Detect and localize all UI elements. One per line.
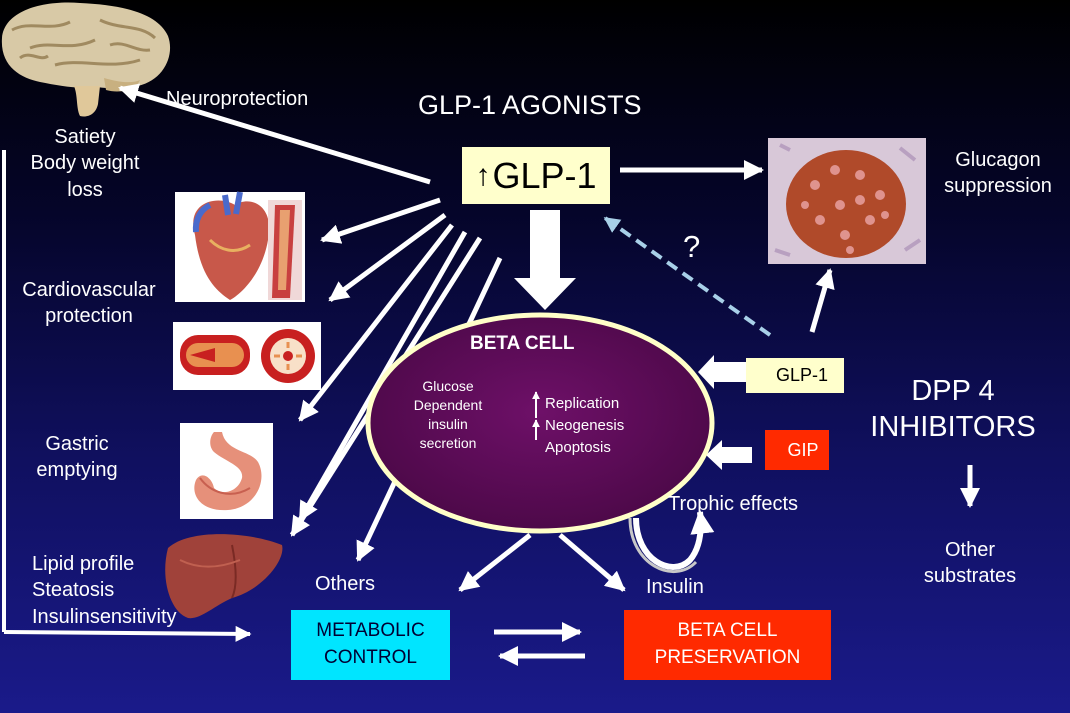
trophic-effects-label: Trophic effects <box>668 493 799 515</box>
glucagon-line-1: Glucagon <box>955 149 1041 171</box>
question-mark: ? <box>683 229 701 264</box>
cell-effects-label: Replication Neogenesis Apoptosis <box>545 393 624 458</box>
cardiovascular-line-1: Cardiovascular <box>22 279 156 301</box>
main-title: GLP-1 AGONISTS <box>418 90 642 120</box>
gastric-line-2: emptying <box>36 459 118 482</box>
glucose-secretion-label: Glucose Dependent insulin secretion <box>398 377 498 453</box>
dpp4-line-1: DPP 4 <box>911 375 995 407</box>
gip-label: GIP <box>787 439 819 460</box>
islet-histology-image <box>768 138 926 264</box>
heart-image <box>175 191 305 302</box>
replication-label: Replication <box>545 395 620 412</box>
dpp4-title: DPP 4 INHIBITORS <box>858 373 1048 446</box>
liver-image <box>165 534 283 619</box>
insulin-label: Insulin <box>646 576 704 598</box>
gip-box: GIP <box>765 430 829 470</box>
others-label: Others <box>315 573 376 595</box>
satiety-label: Satiety Body weight loss <box>22 124 148 203</box>
dpp4-glp1-label: GLP-1 <box>775 365 829 385</box>
beta-cell-preservation-box: BETA CELL PRESERVATION <box>624 610 831 680</box>
metabolic-line-1: METABOLIC <box>316 620 425 642</box>
dpp4-glp1-box: GLP-1 <box>746 358 844 393</box>
glucagon-label: Glucagon suppression <box>932 147 1064 200</box>
beta-cell <box>365 312 715 534</box>
apoptosis-label: Apoptosis <box>545 438 611 456</box>
glucose-line-2: Dependent <box>413 396 483 413</box>
preservation-line-1: BETA CELL <box>677 620 778 642</box>
lipid-label: Lipid profile Steatosis Insulinsensitivi… <box>32 551 177 630</box>
satiety-line-3: loss <box>67 178 103 201</box>
preservation-line-2: PRESERVATION <box>654 647 801 668</box>
main-down-arrow <box>514 210 576 310</box>
glp1-label: GLP-1 <box>492 154 597 196</box>
glp1-box: ↑ GLP-1 <box>462 147 610 204</box>
lipid-line-1: Lipid profile <box>32 553 135 575</box>
other-substrates-line-2: substrates <box>923 565 1017 588</box>
glucagon-line-2: suppression <box>944 175 1052 198</box>
metabolic-control-box: METABOLIC CONTROL <box>291 610 450 680</box>
gastric-label: Gastric emptying <box>22 431 132 484</box>
satiety-line-1: Satiety <box>54 126 116 148</box>
lipid-line-2: Steatosis <box>32 579 115 602</box>
cardiovascular-label: Cardiovascular protection <box>8 277 170 330</box>
metabolic-line-2: CONTROL <box>324 647 417 668</box>
other-substrates-line-1: Other <box>944 539 996 561</box>
glucose-line-1: Glucose <box>422 378 474 394</box>
beta-cell-title: BETA CELL <box>470 333 575 354</box>
neogenesis-label: Neogenesis <box>545 416 625 434</box>
stomach-image <box>180 423 273 519</box>
up-arrow-icon: ↑ <box>475 158 491 192</box>
other-substrates-label: Other substrates <box>910 537 1030 590</box>
satiety-line-2: Body weight <box>30 152 140 175</box>
neuroprotection-label: Neuroprotection <box>166 88 309 110</box>
brain-image <box>1 2 171 117</box>
cardiovascular-line-2: protection <box>45 305 133 328</box>
blood-vessel-image <box>173 322 321 390</box>
glucose-line-3: insulin <box>428 415 468 432</box>
dpp4-line-2: INHIBITORS <box>870 411 1036 444</box>
lipid-line-3: Insulinsensitivity <box>32 605 177 628</box>
glucose-line-4: secretion <box>419 434 477 451</box>
gastric-line-1: Gastric <box>45 433 109 455</box>
